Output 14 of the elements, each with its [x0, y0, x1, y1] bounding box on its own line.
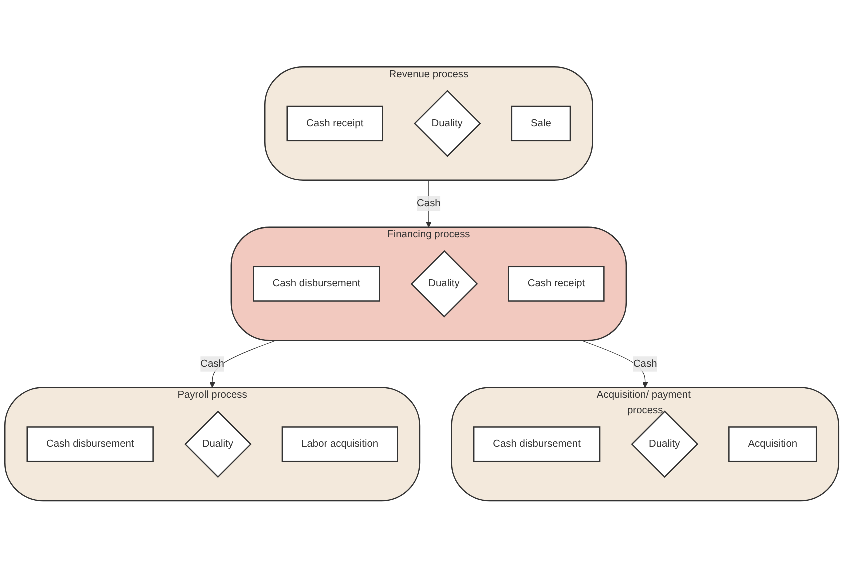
node-box: Cash receipt	[508, 266, 605, 302]
node-box: Acquisition	[728, 427, 818, 463]
edge-label: Cash	[633, 358, 658, 370]
node-diamond: Duality	[414, 90, 482, 158]
node-diamond: Duality	[184, 411, 252, 478]
node-box: Sale	[511, 106, 572, 142]
node-box: Cash disbursement	[253, 266, 380, 302]
node-box: Cash receipt	[286, 106, 384, 142]
node-box: Cash disbursement	[473, 427, 601, 463]
node-box: Labor acquisition	[282, 427, 398, 463]
node-box: Cash disbursement	[26, 427, 154, 463]
edge-label: Cash	[200, 358, 224, 370]
node-diamond: Duality	[410, 250, 478, 318]
edge-label: Cash	[417, 198, 441, 210]
